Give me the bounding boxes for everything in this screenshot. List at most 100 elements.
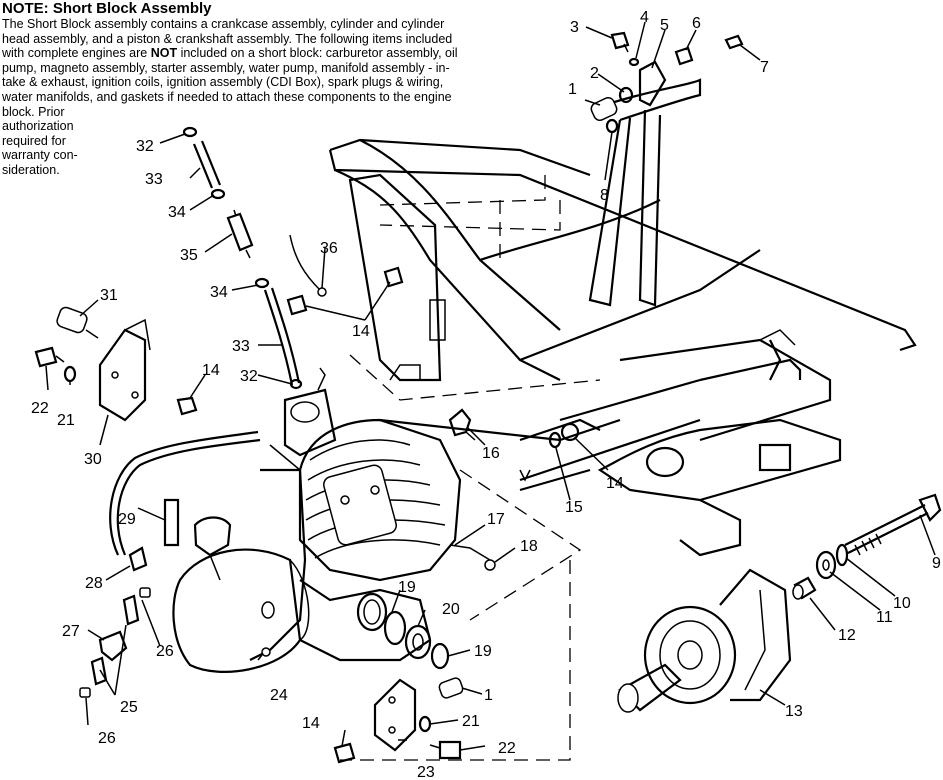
part-nut-14-top [286,266,404,316]
callout-31: 31 [100,287,118,304]
callout-22-left: 22 [31,400,49,417]
callout-34-lower: 34 [210,284,228,301]
note-line: authorization [2,119,74,134]
callout-23: 23 [417,764,435,780]
part-bolt-22-bottom [429,740,462,760]
callout-32-upper: 32 [136,138,154,155]
callout-22-bottom: 22 [498,740,516,757]
dashed-frame-guides [340,175,601,761]
part-mount-1-top [590,96,618,122]
part-line-33-upper [192,140,222,189]
part-hose-25-26 [79,587,151,698]
part-bracket-23 [373,678,417,752]
note-line: The Short Block assembly contains a cran… [2,17,445,31]
part-bolt-7 [724,34,744,50]
callout-16: 16 [482,445,500,462]
part-nut-6 [674,46,694,66]
callout-1-top: 1 [568,81,577,98]
part-washer-8 [605,118,619,134]
part-bracket-5 [638,60,667,107]
callout-13: 13 [785,703,803,720]
note-line: water manifolds, and gaskets if needed t… [2,89,452,104]
callout-32-lower: 32 [240,368,258,385]
part-washer-10 [835,543,849,567]
part-bolt-3 [610,31,630,53]
part-mount-31 [56,306,99,339]
part-bolt-9 [844,493,942,556]
part-clamp-19-lower [430,642,450,670]
callout-14-bottom: 14 [302,715,320,732]
part-bracket-30 [98,318,151,422]
part-clamp-19-upper [383,610,407,646]
part-bolt-22-left [34,346,65,368]
part-washer-4 [628,57,640,67]
callout-11: 11 [876,609,893,626]
callout-14-left: 14 [202,362,220,379]
callout-33-lower: 33 [232,338,250,355]
callout-26-upper: 26 [156,643,174,660]
callout-21-bottom: 21 [462,713,480,730]
callout-26-lower: 26 [98,730,116,747]
callout-12: 12 [838,627,856,644]
callout-36: 36 [320,240,338,257]
note-line: take & exhaust, ignition coils, ignition… [2,75,444,90]
callout-7: 7 [760,59,769,76]
callout-25: 25 [120,699,138,716]
part-nut-14-left [176,396,198,416]
callout-18: 18 [520,538,538,555]
callout-35: 35 [180,247,198,264]
callout-29: 29 [118,511,136,528]
callout-21-left: 21 [57,412,75,429]
callout-17: 17 [487,511,505,528]
part-nut-14-bottom [333,742,356,764]
callout-3: 3 [570,19,579,36]
callout-1-bottom: 1 [484,687,493,704]
callout-labels: 1 2 3 4 5 6 7 8 9 10 11 12 13 14 15 16 1… [31,9,941,780]
callout-27: 27 [62,623,80,640]
callout-14-right: 14 [606,475,624,492]
part-washer-21-left [63,365,77,383]
callout-15: 15 [565,499,583,516]
part-line-33-lower [263,287,301,386]
leader-lines [45,21,936,751]
note-line: head assembly, and a piston & crankshaft… [2,31,453,46]
callout-5: 5 [660,17,669,34]
part-hardware-15 [548,422,580,449]
callout-8: 8 [600,187,609,204]
callout-20: 20 [442,601,460,618]
callout-10: 10 [893,595,911,612]
note-line: block. Prior [2,104,65,119]
callout-19-upper: 19 [398,579,416,596]
callout-33-upper: 33 [145,171,163,188]
callout-34-upper: 34 [168,204,186,221]
part-fitting-27 [98,630,128,662]
note-line: required for [2,133,66,148]
callout-28: 28 [85,575,103,592]
part-fuel-filter-35 [226,209,254,259]
part-spacer-12 [792,576,817,600]
note-line: pump, magneto assembly, starter assembly… [2,60,450,75]
part-wire-36 [289,234,327,297]
part-fitting-28 [128,546,148,572]
part-washer-11 [815,550,837,580]
part-sensor-16 [448,408,476,441]
part-clamp-34 [210,188,270,289]
part-fuel-line-29 [109,430,261,556]
callout-6: 6 [692,15,701,32]
callout-30: 30 [84,451,102,468]
part-mount-1-bottom [438,677,464,699]
callout-2: 2 [590,65,599,82]
callout-4: 4 [640,9,649,26]
note-line: warranty con- [2,148,78,163]
short-block-note: NOTE: Short Block Assembly The Short Blo… [2,0,550,178]
note-emphasis: NOT [150,46,178,61]
engine-block [172,367,462,673]
callout-9: 9 [932,555,941,572]
note-title: NOTE: Short Block Assembly [2,0,212,17]
note-line: sideration. [2,162,60,177]
callout-24: 24 [270,687,288,704]
part-washer-21-bottom [418,715,432,733]
note-line: with complete engines are NOT included o… [2,46,458,61]
callout-19-lower: 19 [474,643,492,660]
